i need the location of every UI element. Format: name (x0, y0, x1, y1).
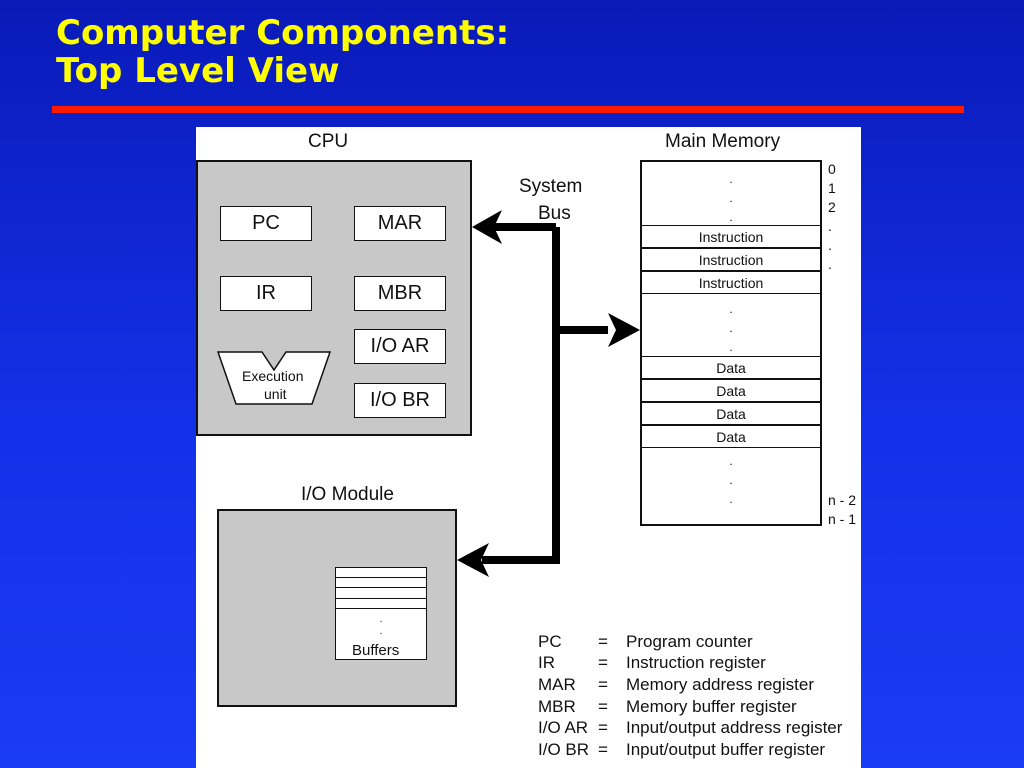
legend-equals: = (598, 718, 608, 738)
buffers-label: Buffers (352, 642, 400, 659)
legend-abbreviation: I/O AR (538, 718, 589, 738)
arrowhead-to-cpu (472, 210, 502, 244)
title-underline (52, 106, 964, 113)
memory-address-labels-bottom: n - 2 n - 1 (828, 492, 857, 527)
memory-data-cell: Data (642, 402, 820, 425)
pc-register: PC (220, 206, 312, 241)
title-line-2: Top Level View (56, 51, 340, 92)
legend-row: MBR = Memory buffer register (538, 696, 842, 718)
arrowhead-to-io (457, 543, 489, 577)
memory-instruction-cell: Instruction (642, 225, 820, 248)
title-line-1: Computer Components: (56, 13, 510, 53)
slide-title: Computer Components: Top Level View (56, 14, 509, 90)
legend-row: MAR = Memory address register (538, 674, 842, 696)
computer-components-diagram: CPU PC MAR IR MBR I/O AR I/O BR Executio… (196, 127, 861, 768)
memory-dots-top: ... (729, 172, 733, 224)
legend-equals: = (598, 631, 608, 651)
memory-data-cell: Data (642, 379, 820, 402)
legend-description: Instruction register (626, 653, 766, 673)
legend-abbreviation: MBR (538, 696, 576, 716)
io-br-register: I/O BR (354, 383, 446, 418)
cpu-box: PC MAR IR MBR I/O AR I/O BR Execution un… (196, 160, 472, 436)
ir-register: IR (220, 276, 312, 311)
legend-description: Memory address register (626, 674, 815, 694)
buffer-dots: .. (379, 614, 383, 637)
arrowhead-to-memory (608, 313, 640, 347)
mbr-register: MBR (354, 276, 446, 311)
system-bus-arrows (457, 210, 640, 577)
execution-unit-icon (216, 351, 332, 405)
memory-data-cell: Data (642, 356, 820, 379)
execution-unit-label-1: Execution (242, 368, 304, 384)
legend-row: PC = Program counter (538, 631, 842, 653)
io-buffers: .. Buffers (335, 567, 427, 660)
legend-abbreviation: MAR (538, 674, 576, 694)
cpu-label: CPU (308, 131, 349, 152)
legend-description: Memory buffer register (626, 696, 797, 716)
io-ar-register: I/O AR (354, 329, 446, 364)
memory-instruction-cell: Instruction (642, 248, 820, 271)
io-module-label: I/O Module (301, 484, 394, 505)
main-memory-label: Main Memory (665, 131, 781, 152)
memory-address-labels-top: 0 1 2 . . . (828, 161, 836, 272)
legend-equals: = (598, 674, 608, 694)
legend-equals: = (598, 653, 608, 673)
system-bus-label-2: Bus (538, 203, 571, 224)
legend-abbreviation: I/O BR (538, 739, 590, 759)
memory-data-cell: Data (642, 425, 820, 448)
system-bus-label-1: System (519, 176, 583, 197)
legend-abbreviation: IR (538, 653, 555, 673)
memory-instruction-cell: Instruction (642, 271, 820, 294)
main-memory-box: ... Instruction Instruction Instruction … (640, 160, 822, 526)
legend-description: Input/output address register (626, 718, 843, 738)
legend-row: I/O AR = Input/output address register (538, 717, 842, 739)
legend-row: IR = Instruction register (538, 653, 842, 675)
legend-abbreviation: PC (538, 631, 562, 651)
mar-register: MAR (354, 206, 446, 241)
execution-unit-label-2: unit (264, 386, 287, 402)
legend-equals: = (598, 739, 608, 759)
legend-equals: = (598, 696, 608, 716)
memory-dots-middle: ... (729, 302, 733, 354)
legend-row: I/O BR = Input/output buffer register (538, 739, 842, 761)
memory-dots-bottom: ... (729, 454, 733, 506)
legend-description: Input/output buffer register (626, 739, 826, 759)
legend-description: Program counter (626, 631, 753, 651)
